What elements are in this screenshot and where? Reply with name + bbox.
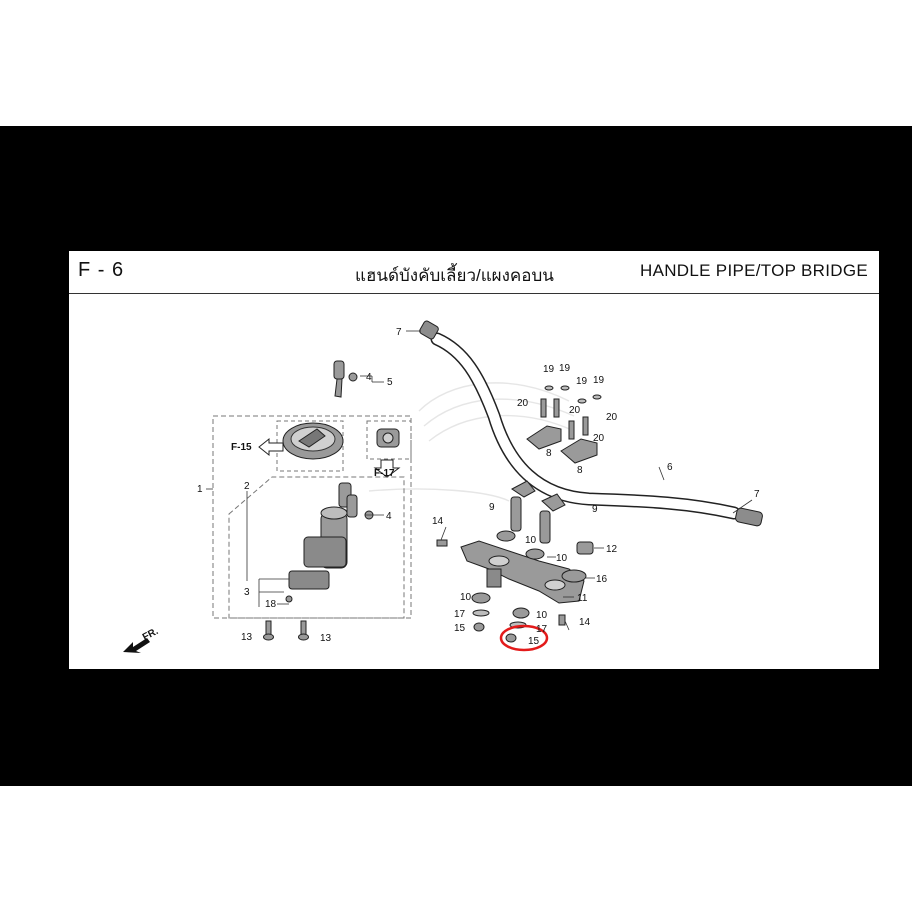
bar-end-left xyxy=(419,320,439,340)
callout-17-right: 17 xyxy=(536,624,548,635)
nut-15-right xyxy=(505,633,517,643)
callout-13-left: 13 xyxy=(241,632,253,643)
callout-14-right: 14 xyxy=(579,617,591,628)
callout-20-c: 20 xyxy=(606,412,618,423)
bolt-14-left xyxy=(436,539,448,547)
callout-10-b: 10 xyxy=(556,553,568,564)
callout-19-b: 19 xyxy=(559,363,571,374)
ref-f17-label: F-17 xyxy=(374,468,395,479)
ignition-switch-set-box xyxy=(212,415,412,619)
title-thai: แฮนด์บังคับเลี้ยว/แผงคอบน xyxy=(355,266,554,285)
callout-10-a: 10 xyxy=(525,535,537,546)
callout-10-d: 10 xyxy=(536,610,548,621)
callout-3: 3 xyxy=(244,587,250,598)
callout-1: 1 xyxy=(197,484,203,495)
grommet-16 xyxy=(561,569,587,583)
dampers-10 xyxy=(471,530,545,619)
callout-19-a: 19 xyxy=(543,364,555,375)
callout-10-c: 10 xyxy=(460,592,472,603)
page-code: F - 6 xyxy=(78,259,125,281)
callout-20-d: 20 xyxy=(593,433,605,444)
leader-lines xyxy=(206,330,753,631)
ref-f15-label: F-15 xyxy=(231,442,252,453)
key-blank xyxy=(333,360,358,398)
callout-9-a: 9 xyxy=(489,502,495,513)
highlight-circle-part-15 xyxy=(499,624,549,652)
callout-14-top: 14 xyxy=(432,516,444,527)
title-english: HANDLE PIPE/TOP BRIDGE xyxy=(640,261,868,280)
holder-bolts-20 xyxy=(540,398,589,440)
ignition-switch xyxy=(285,482,374,603)
lower-holder-right xyxy=(539,493,566,544)
callout-2: 2 xyxy=(244,481,250,492)
washers-19 xyxy=(544,385,602,404)
exploded-parts-diagram: 7 4 5 19 19 19 19 20 20 20 20 8 8 6 7 1 … xyxy=(123,320,763,653)
top-bridge xyxy=(460,540,585,604)
callout-19-d: 19 xyxy=(593,375,605,386)
callout-5: 5 xyxy=(387,377,393,388)
collar-12 xyxy=(576,541,594,555)
bolt-13-right xyxy=(298,620,309,641)
callout-15-left: 15 xyxy=(454,623,466,634)
callout-15-right: 15 xyxy=(528,636,540,647)
upper-holder-right xyxy=(560,438,598,464)
callout-16: 16 xyxy=(596,574,608,585)
callout-20-a: 20 xyxy=(517,398,529,409)
callout-8-a: 8 xyxy=(546,448,552,459)
bolt-14-right xyxy=(558,614,566,626)
callout-13-right: 13 xyxy=(320,633,332,644)
bar-end-right xyxy=(735,507,763,527)
diagram-header: F - 6 แฮนด์บังคับเลี้ยว/แผงคอบน HANDLE P… xyxy=(69,251,879,294)
arrow-front-icon xyxy=(123,638,150,653)
washer-17-left xyxy=(472,609,490,617)
callout-7-left: 7 xyxy=(396,327,402,338)
callout-9-b: 9 xyxy=(592,504,598,515)
front-direction-label: FR. xyxy=(141,626,161,643)
arrow-ref-f15-icon xyxy=(258,437,284,457)
callout-7-right: 7 xyxy=(754,489,760,500)
lower-holder-left xyxy=(510,480,536,532)
callout-4-top: 4 xyxy=(366,372,372,383)
lock-subset-box xyxy=(228,476,405,619)
callout-12: 12 xyxy=(606,544,618,555)
seat-lock-part xyxy=(376,428,400,448)
fuel-cap xyxy=(282,422,344,460)
arrow-ref-f17-icon xyxy=(373,459,401,478)
callout-17-left: 17 xyxy=(454,609,466,620)
callout-6: 6 xyxy=(667,462,673,473)
upper-holder-left xyxy=(526,425,562,450)
nut-15-left xyxy=(473,622,485,632)
callout-20-b: 20 xyxy=(569,405,581,416)
parts-diagram-sheet: F - 6 แฮนด์บังคับเลี้ยว/แผงคอบน HANDLE P… xyxy=(69,251,879,669)
callout-19-c: 19 xyxy=(576,376,588,387)
bolt-13-left xyxy=(263,620,274,641)
callout-18: 18 xyxy=(265,599,277,610)
seat-lock-box xyxy=(366,420,412,460)
callout-11: 11 xyxy=(577,593,588,604)
callout-8-b: 8 xyxy=(577,465,583,476)
callout-4-bottom: 4 xyxy=(386,511,392,522)
